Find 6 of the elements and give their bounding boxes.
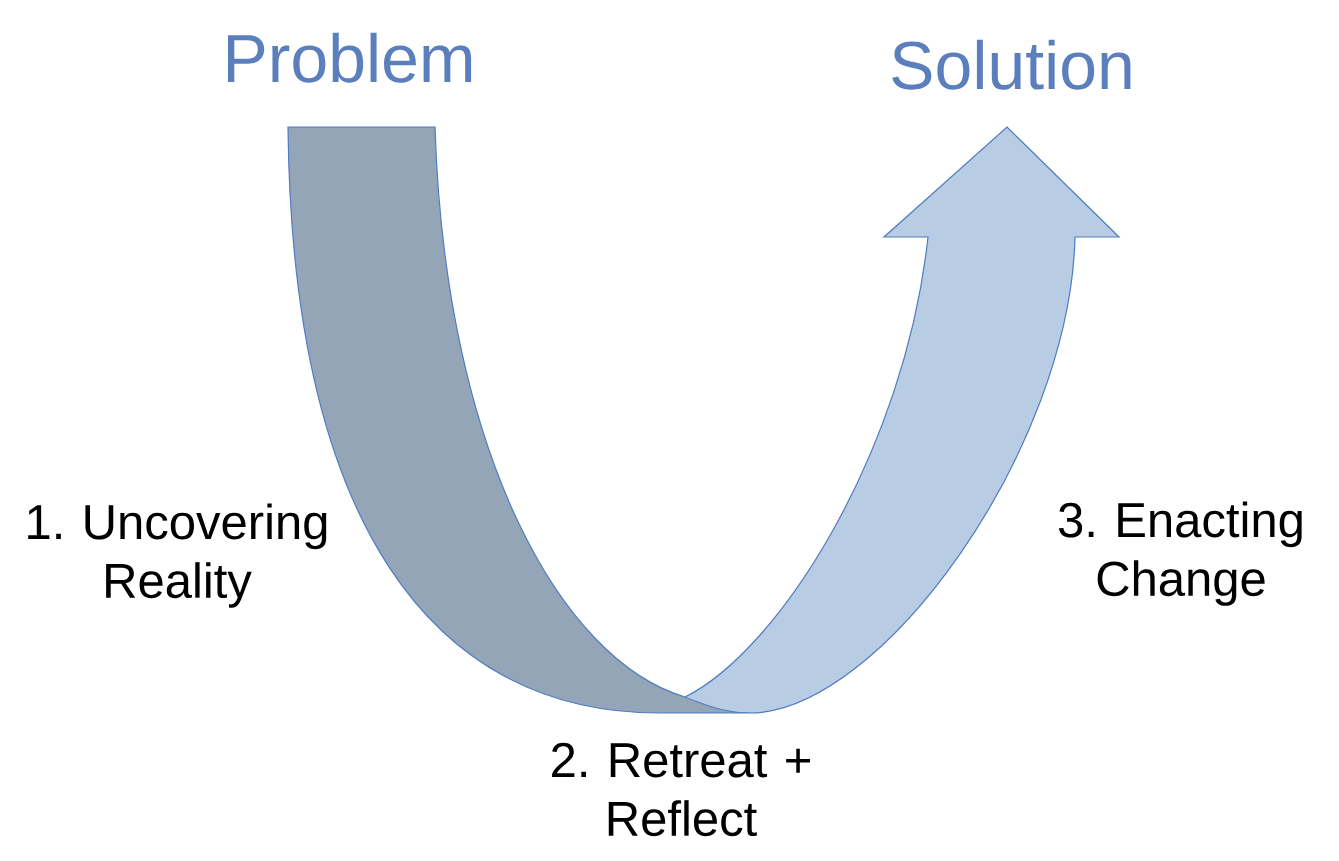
stage-label: 3. Enacting Change [1058, 501, 1302, 606]
u-turn-arrow [287, 126, 1120, 714]
heading: Problem [228, 32, 472, 83]
stage-label: 1. Uncovering Reality [28, 503, 327, 608]
heading: Solution [892, 39, 1131, 90]
stage-label: 2. Retreat + Reflect [552, 742, 810, 837]
